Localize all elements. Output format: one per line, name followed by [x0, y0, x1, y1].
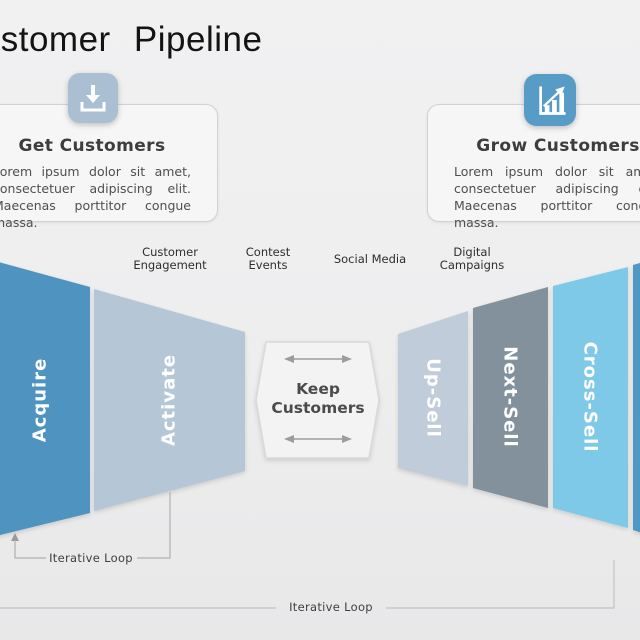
keep-customers-label: Keep Customers — [271, 380, 365, 417]
get-customers-card: Get Customers Lorem ipsum dolor sit amet… — [0, 104, 218, 230]
stage-crosssell-shape — [553, 267, 628, 528]
iterative-loop-label-bottom: Iterative Loop — [289, 600, 373, 614]
stage-label-nextsell: Next-Sell — [499, 346, 521, 448]
stage-partial-right-shape — [633, 263, 640, 533]
stage-label-upsell: Up-Sell — [422, 358, 444, 438]
swap-arrow-icon — [284, 355, 352, 363]
iterative-loop-label-left: Iterative Loop — [49, 551, 133, 565]
channel-label-social-media: Social Media — [333, 251, 407, 266]
stage-upsell-shape — [398, 311, 468, 486]
download-icon — [68, 73, 118, 123]
stage-acquire-shape — [0, 262, 90, 536]
card-body-line: Lorem ipsum dolor sit amet, — [0, 164, 191, 179]
card-heading-get-customers: Get Customers — [18, 136, 166, 156]
stage-nextsell-shape — [473, 287, 548, 508]
stage-activate-shape — [94, 289, 245, 511]
card-heading-grow-customers: Grow Customers — [476, 136, 640, 156]
stage-label-acquire: Acquire — [29, 357, 51, 443]
iterative-loop-connector-bottom — [0, 560, 615, 609]
stage-label-activate: Activate — [158, 353, 180, 447]
iterative-loop-connector-left — [11, 492, 171, 559]
card-body: Lorem ipsum dolor sit amet, consectetuer… — [454, 163, 640, 231]
card-body-line: Maecenas porttitor congue massa. — [454, 198, 640, 230]
bar-chart-icon — [524, 74, 576, 126]
channel-label-customer-engagement: Customer Engagement — [133, 245, 207, 272]
channel-label-contest-events: Contest Events — [245, 245, 291, 272]
card-body-line: consectetuer adipiscing elit. — [454, 181, 640, 196]
card-body-line: Maecenas porttitor congue massa. — [0, 198, 191, 230]
keep-customers-hexagon — [255, 341, 380, 459]
card-body-line: consectetuer adipiscing elit. — [0, 181, 191, 196]
slide-title: Customer Pipeline — [0, 20, 263, 59]
stage-label-crosssell: Cross-Sell — [579, 341, 601, 453]
card-body-line: Lorem ipsum dolor sit amet, — [454, 164, 640, 179]
card-body: Lorem ipsum dolor sit amet, consectetuer… — [0, 163, 191, 231]
channel-label-digital-campaigns: Digital Campaigns — [439, 245, 505, 272]
swap-arrow-icon — [284, 435, 352, 443]
